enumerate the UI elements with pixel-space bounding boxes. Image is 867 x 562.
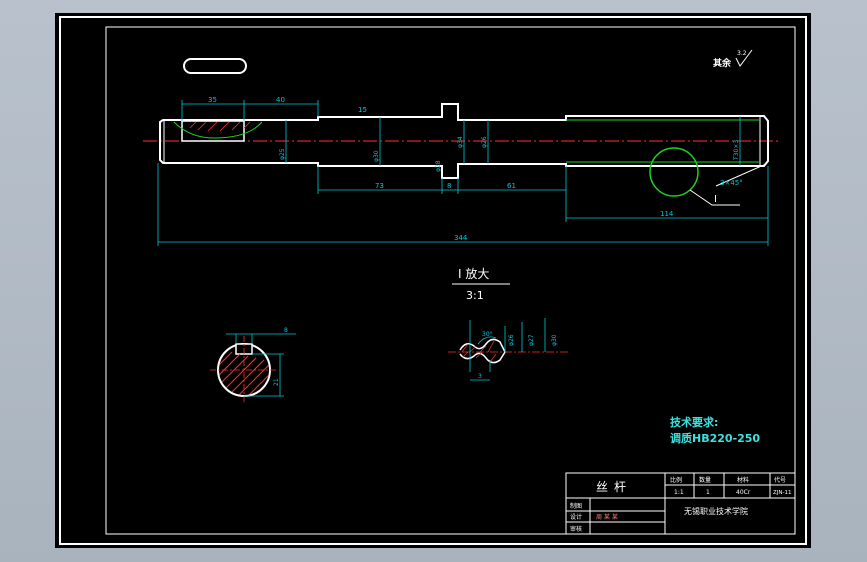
tb-code-label: 代号 (774, 476, 786, 484)
horizontal-dimensions (157, 100, 769, 246)
diameter-dim-lines (285, 116, 741, 166)
dim-step-angle: 15 (358, 106, 367, 114)
tb-designer-label: 设计 (570, 513, 582, 521)
dim-key-width: 8 (284, 327, 288, 334)
tech-requirements-text: 调质HB220-250 (670, 431, 760, 445)
dim-tooth-dia2: φ27 (528, 334, 535, 346)
part-title: 丝杆 (596, 480, 632, 494)
tb-designer-name: 周 某 某 (596, 514, 618, 521)
dim-keyway-offset: 40 (276, 96, 285, 104)
keyway-section-arc (173, 121, 263, 139)
detail-marker: I (714, 194, 717, 205)
roughness-check-icon (735, 49, 753, 67)
detail-title: I 放大 (458, 266, 489, 281)
dim-dia-b: φ30 (373, 150, 380, 162)
dim-dia-e: φ28 (435, 160, 442, 172)
tb-material-label: 材料 (737, 476, 749, 484)
title-block (565, 472, 796, 535)
dim-tooth-angle: 30° (482, 331, 493, 338)
tb-scale-label: 比例 (670, 476, 682, 484)
dim-len-73: 73 (375, 182, 384, 190)
roughness-note: 其余 3.2 (713, 49, 753, 69)
keyway-hatch (189, 121, 251, 132)
dim-key-depth: 21 (273, 378, 280, 386)
dim-dia-d: φ26 (481, 136, 488, 148)
roughness-value: 3.2 (737, 50, 747, 57)
dim-total-length: 344 (454, 234, 468, 242)
dim-tooth-pitch: 3 (478, 373, 482, 380)
keyway-top-view (183, 58, 247, 74)
tb-qty-value: 1 (706, 489, 710, 496)
sheet-background (55, 13, 811, 548)
tb-code-value: ZJN-11 (773, 490, 792, 496)
tb-school: 无锡职业技术学院 (684, 506, 748, 516)
tb-scale-value: 1:1 (674, 489, 684, 496)
chamfer-note: 3×45° (720, 179, 743, 187)
detail-circle (649, 147, 699, 197)
detail-scale: 3:1 (466, 289, 484, 302)
tb-qty-label: 数量 (699, 476, 711, 484)
tb-drawn-label: 制图 (570, 502, 582, 510)
chamfer-leader (715, 163, 767, 187)
dim-len-8: 8 (447, 182, 451, 190)
dim-len-114: 114 (660, 210, 674, 218)
dim-tooth-dia1: φ26 (508, 334, 515, 346)
tech-requirements-title: 技术要求: (670, 415, 718, 429)
tb-material-value: 40Cr (736, 489, 751, 496)
detail-leader (689, 189, 740, 206)
dim-dia-a: φ25 (279, 148, 286, 160)
tb-checked-label: 审核 (570, 525, 582, 533)
drawing-frame (105, 26, 796, 535)
roughness-text: 其余 (713, 57, 732, 69)
dim-keyway-length: 35 (208, 96, 217, 104)
thread-tooth-profile (448, 318, 570, 381)
dim-tooth-dia3: φ30 (551, 334, 558, 346)
dim-dia-c: φ34 (457, 136, 464, 148)
dim-len-61: 61 (507, 182, 516, 190)
sheet-outer-border (59, 16, 807, 545)
dim-dia-thread: T30×3 (733, 140, 740, 161)
